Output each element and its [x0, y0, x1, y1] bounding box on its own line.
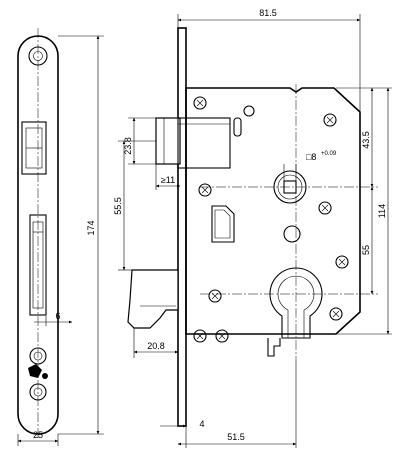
backset-label: 51.5 [227, 432, 245, 442]
latch-to-bolt-label: 55.5 [113, 197, 123, 215]
faceplate-width-label: 25 [33, 430, 43, 440]
faceplate-front-view [17, 28, 59, 440]
latch-throw-label: ≥11 [161, 175, 175, 185]
right-total-label: 114 [377, 204, 387, 218]
follower-square-label: □8 [306, 152, 316, 162]
right-bottom-label: 55 [361, 245, 371, 255]
latch-height-label: 23.8 [123, 137, 133, 155]
forend-offset-label: 4 [199, 419, 204, 429]
screw-icons [193, 96, 349, 343]
faceplate-length-label: 174 [86, 220, 96, 235]
lock-body-side-view [127, 27, 378, 427]
faceplate-slot-label: 6 [55, 311, 60, 321]
overall-width-label: 81.5 [259, 8, 277, 18]
right-top-label: 43.5 [361, 131, 371, 149]
manufacturer-logo-icon [28, 364, 48, 379]
body-dimensions: 81.5 51.5 4 23.8 ≥11 55.5 20.8 □8 +0.09 [113, 8, 392, 448]
lever-extension-label: 20.8 [147, 341, 165, 351]
follower-tolerance-label: +0.09 [321, 151, 337, 157]
faceplate-dimensions: 174 25 6 [17, 35, 104, 446]
